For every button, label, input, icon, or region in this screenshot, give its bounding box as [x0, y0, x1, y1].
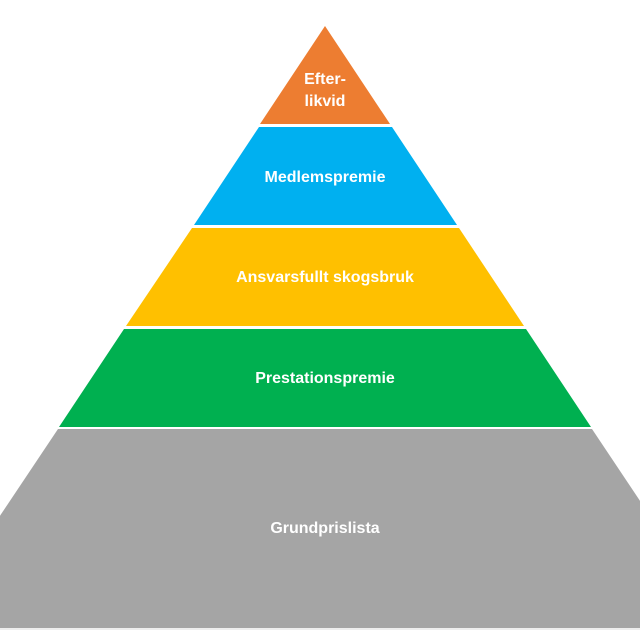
pyramid-level-grundprislista [0, 429, 640, 628]
pyramid-level-medlemspremie [194, 127, 457, 225]
level-label-efterlikvid-line1: Efter- [304, 71, 346, 88]
level-label-prestationspremie: Prestationspremie [255, 370, 395, 387]
pyramid-level-prestationspremie [59, 329, 591, 427]
pyramid-level-efterlikvid [260, 26, 390, 124]
level-label-medlemspremie: Medlemspremie [265, 169, 386, 186]
level-label-grundprislista: Grundprislista [270, 520, 379, 537]
level-label-efterlikvid-line2: likvid [305, 93, 346, 110]
level-label-ansvarsfullt-skogsbruk: Ansvarsfullt skogsbruk [236, 269, 414, 286]
pyramid-level-ansvarsfullt-skogsbruk [126, 228, 524, 326]
